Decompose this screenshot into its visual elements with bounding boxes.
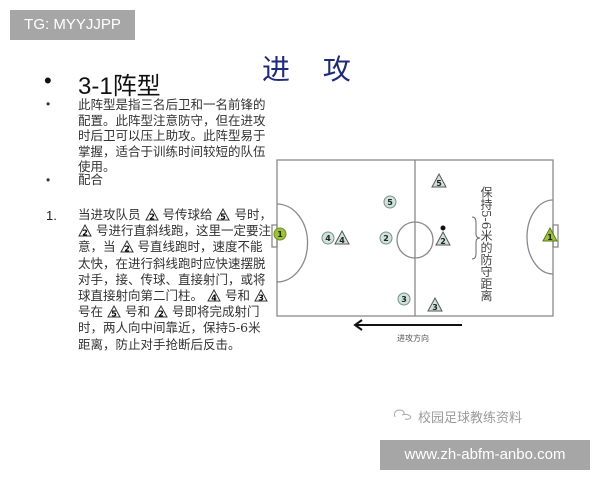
- svg-text:3: 3: [401, 295, 407, 304]
- left-penalty-arc: [276, 203, 309, 283]
- defender-4-icon: 4: [321, 231, 335, 245]
- text-segment: 号即将完成射门时，两人向中间靠近，保持5-6米距离，防止对手抢断后反击。: [78, 304, 261, 352]
- player-triangle-icon: 2: [78, 224, 92, 238]
- coordination-label: 配合: [78, 172, 104, 187]
- attacker-goalkeeper-icon: 1: [542, 226, 558, 242]
- text-segment: 号进行直斜线跑，这里一定要注意，当: [78, 223, 271, 255]
- player-triangle-icon: 2: [154, 305, 168, 319]
- text-segment: 号和: [124, 304, 150, 320]
- text-segment: 号时，: [234, 207, 272, 222]
- svg-text:4: 4: [325, 234, 331, 243]
- svg-text:3: 3: [432, 303, 438, 312]
- heading-bullet: •: [44, 68, 52, 93]
- player-triangle-icon: 4: [207, 289, 221, 303]
- center-circle: [396, 221, 434, 259]
- text-segment: 号和: [224, 288, 250, 304]
- source-watermark: 校园足球教练资料: [418, 411, 523, 426]
- defender-markers: 1 4 5 2 3: [273, 195, 411, 306]
- defense-distance-note: 保持5-6米的防守距离: [479, 186, 493, 302]
- defender-3-icon: 3: [397, 292, 411, 306]
- ball-icon: [440, 225, 446, 231]
- attack-direction-label: 进攻方向: [397, 334, 429, 343]
- svg-text:5: 5: [111, 310, 117, 319]
- coordination-bullet: •: [46, 173, 51, 187]
- attack-direction-arrow-icon: [353, 319, 462, 331]
- defender-5-icon: 5: [383, 195, 397, 209]
- attacker-markers: 4 5 2 3 1: [334, 172, 558, 312]
- right-penalty-arc: [526, 199, 554, 275]
- url-watermark-badge: www.zh-abfm-anbo.com: [380, 440, 590, 470]
- svg-text:5: 5: [221, 213, 227, 222]
- slide-title: 进 攻: [262, 53, 363, 86]
- player-triangle-icon: 2: [119, 240, 134, 254]
- player-triangle-icon: 3: [254, 289, 268, 303]
- svg-text:4: 4: [339, 236, 345, 245]
- play-description: 当进攻队员 2 号传球给 5 号时， 2 号进行直斜线跑，这里一定要注意，当 2…: [78, 207, 273, 353]
- svg-text:2: 2: [383, 234, 389, 243]
- svg-text:3: 3: [258, 294, 264, 303]
- svg-text:2: 2: [149, 213, 155, 222]
- player-triangle-icon: 5: [216, 208, 231, 222]
- attacker-3-icon: 3: [427, 296, 443, 312]
- tg-watermark-badge: TG: MYYJJPP: [10, 10, 135, 40]
- attacker-4-icon: 4: [334, 229, 350, 245]
- svg-text:2: 2: [158, 310, 164, 319]
- svg-text:2: 2: [82, 229, 88, 238]
- svg-text:1: 1: [277, 230, 283, 239]
- defender-goalkeeper-icon: 1: [273, 227, 287, 241]
- player-triangle-icon: 5: [107, 305, 121, 319]
- text-segment: 号传球给: [162, 207, 213, 222]
- svg-text:2: 2: [440, 237, 446, 246]
- formation-heading: 3-1阵型: [78, 73, 161, 100]
- description-bullet: •: [46, 97, 51, 111]
- svg-text:1: 1: [547, 233, 553, 242]
- pitch-boundary: [276, 159, 554, 317]
- defender-2-icon: 2: [379, 231, 393, 245]
- svg-text:5: 5: [387, 198, 393, 207]
- attacker-5-icon: 5: [431, 172, 447, 188]
- text-segment: 号在: [78, 304, 104, 320]
- text-segment: 号直线跑时，速度不能太快，在进行斜线跑时应快速摆脱对手，接、传球、直接射门，或将…: [78, 239, 266, 304]
- right-goal: [552, 224, 559, 248]
- svg-text:2: 2: [124, 245, 130, 254]
- pitch-lines: [271, 159, 559, 317]
- item-number: 1.: [46, 208, 57, 223]
- player-triangle-icon: 2: [144, 208, 159, 222]
- svg-text:5: 5: [436, 179, 442, 188]
- svg-text:4: 4: [211, 294, 217, 303]
- wechat-logo-icon: [394, 409, 412, 420]
- attacker-2-icon: 2: [435, 230, 451, 246]
- formation-description: 此阵型是指三名后卫和一名前锋的配置。此阵型注意防守，但在进攻时后卫可以压上助攻。…: [78, 97, 266, 174]
- text-segment: 当进攻队员: [78, 207, 141, 222]
